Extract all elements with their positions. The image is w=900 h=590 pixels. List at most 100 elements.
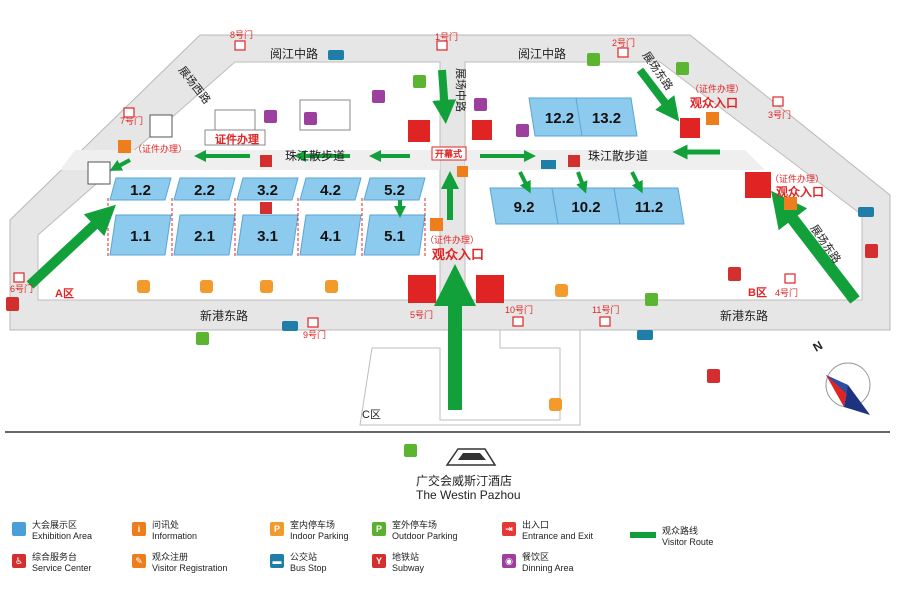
svg-text:9.2: 9.2 xyxy=(514,199,535,216)
hall-9-2: 9.2 xyxy=(489,187,559,225)
svg-text:2号门: 2号门 xyxy=(612,37,635,48)
legend-label-en: Information xyxy=(152,531,198,541)
service-center-icons xyxy=(260,155,580,214)
hall-3-1: 3.1 xyxy=(236,214,299,256)
visitor-entrance-mid: 观众入口 xyxy=(432,247,484,262)
legend-label-cn: 大会展示区 xyxy=(32,520,78,530)
legend-label-cn: 室外停车场 xyxy=(392,520,438,530)
legend-label-en: Service Center xyxy=(32,563,92,573)
svg-text:6号门: 6号门 xyxy=(10,283,33,294)
exhibition-icon xyxy=(12,522,26,536)
visitor-entrance-top-right: 观众入口 xyxy=(690,95,738,110)
gate-labels: 1号门 2号门 3号门 4号门 5号门 6号门 7号门 8号门 9号门 10号门… xyxy=(10,29,798,340)
legend-label-cn: 出入口 xyxy=(522,520,550,530)
legend-label-cn: 观众路线 xyxy=(662,526,699,536)
svg-text:7号门: 7号门 xyxy=(120,115,143,126)
legend-label-cn: 综合服务台 xyxy=(32,552,78,562)
dining-icons xyxy=(264,90,529,137)
road-yuejiang-right: 阅江中路 xyxy=(518,46,566,61)
hall-10-2: 10.2 xyxy=(551,187,621,225)
indoor-parking-icon: P xyxy=(270,522,284,536)
hall-4-2: 4.2 xyxy=(299,177,362,201)
legend-label-cn: 室内停车场 xyxy=(290,520,336,530)
road-yuejiang-left: 阅江中路 xyxy=(270,46,318,61)
registration-icon: ✎ xyxy=(132,554,146,568)
route-icon xyxy=(630,532,656,538)
visitor-entrance-right: 观众入口 xyxy=(776,184,824,199)
svg-text:1.1: 1.1 xyxy=(130,228,151,245)
svg-text:4.1: 4.1 xyxy=(320,228,341,245)
zone-b: B区 xyxy=(748,286,767,299)
svg-text:11.2: 11.2 xyxy=(635,199,663,216)
cert-paren-top-right: （证件办理） xyxy=(690,83,744,94)
hall-11-2: 11.2 xyxy=(613,187,685,225)
svg-text:11号门: 11号门 xyxy=(592,304,619,315)
hall-2-1: 2.1 xyxy=(173,214,236,256)
legend-label-en: Visitor Registration xyxy=(152,563,228,573)
visitor-routes xyxy=(26,67,860,410)
zone-c: C区 xyxy=(362,409,381,421)
hotel-name-cn: 广交会威斯汀酒店 xyxy=(416,473,512,488)
compass-north: N xyxy=(811,338,826,354)
svg-text:10.2: 10.2 xyxy=(571,199,600,216)
walkway-left: 珠江散步道 xyxy=(285,148,345,163)
legend-label-cn: 观众注册 xyxy=(152,552,189,562)
opening-ceremony: 开幕式 xyxy=(435,148,462,159)
dining-icon: ◉ xyxy=(502,554,516,568)
svg-text:2.1: 2.1 xyxy=(194,228,215,245)
svg-text:5.1: 5.1 xyxy=(384,228,405,245)
hall-5-1: 5.1 xyxy=(363,214,426,256)
road-xingang-left: 新港东路 xyxy=(200,308,248,323)
road-mid: 展场中路 xyxy=(454,68,468,112)
legend-label-cn: 地铁站 xyxy=(392,552,420,562)
hall-1-1: 1.1 xyxy=(109,214,172,256)
site-c xyxy=(359,329,581,426)
escalator-icons xyxy=(87,114,771,303)
svg-text:3.2: 3.2 xyxy=(257,182,278,199)
bus-icon: ▬ xyxy=(270,554,284,568)
svg-text:3.1: 3.1 xyxy=(257,228,278,245)
svg-text:13.2: 13.2 xyxy=(592,110,621,127)
legend-label-cn: 问讯处 xyxy=(152,520,180,530)
cert-paren-right: （证件办理） xyxy=(770,173,824,184)
legend-label-en: Indoor Parking xyxy=(290,531,349,541)
hall-4-1: 4.1 xyxy=(299,214,362,256)
outdoor-parking-icons xyxy=(196,53,689,457)
legend-label-en: Dinning Area xyxy=(522,563,574,573)
entrance-exit-icons xyxy=(13,40,796,328)
walkway-right: 珠江散步道 xyxy=(588,148,648,163)
info-icon: i xyxy=(132,522,146,536)
legend-label-cn: 餐饮区 xyxy=(522,552,550,562)
cert-paren-left: （证件办理） xyxy=(133,143,187,154)
subway-icon: Y xyxy=(372,554,386,568)
road-xingang-right: 新港东路 xyxy=(720,308,768,323)
svg-text:5.2: 5.2 xyxy=(384,182,405,199)
hall-5-2: 5.2 xyxy=(363,177,426,201)
legend-label-en: Exhibition Area xyxy=(32,531,93,541)
subway-icons xyxy=(6,244,878,383)
outdoor-parking-icon: P xyxy=(372,522,386,536)
zone-a: A区 xyxy=(55,287,74,300)
hall-13-2: 13.2 xyxy=(575,97,638,137)
info-icon xyxy=(457,166,468,177)
svg-text:5号门: 5号门 xyxy=(410,309,433,320)
cert-left: 证件办理 xyxy=(215,132,259,146)
svg-text:4号门: 4号门 xyxy=(775,287,798,298)
cert-paren-mid: （证件办理） xyxy=(425,234,479,245)
svg-text:10号门: 10号门 xyxy=(505,304,533,315)
bus-stop-icons xyxy=(282,50,874,340)
svg-text:1.2: 1.2 xyxy=(130,182,151,199)
legend-label-en: Entrance and Exit xyxy=(522,531,594,541)
